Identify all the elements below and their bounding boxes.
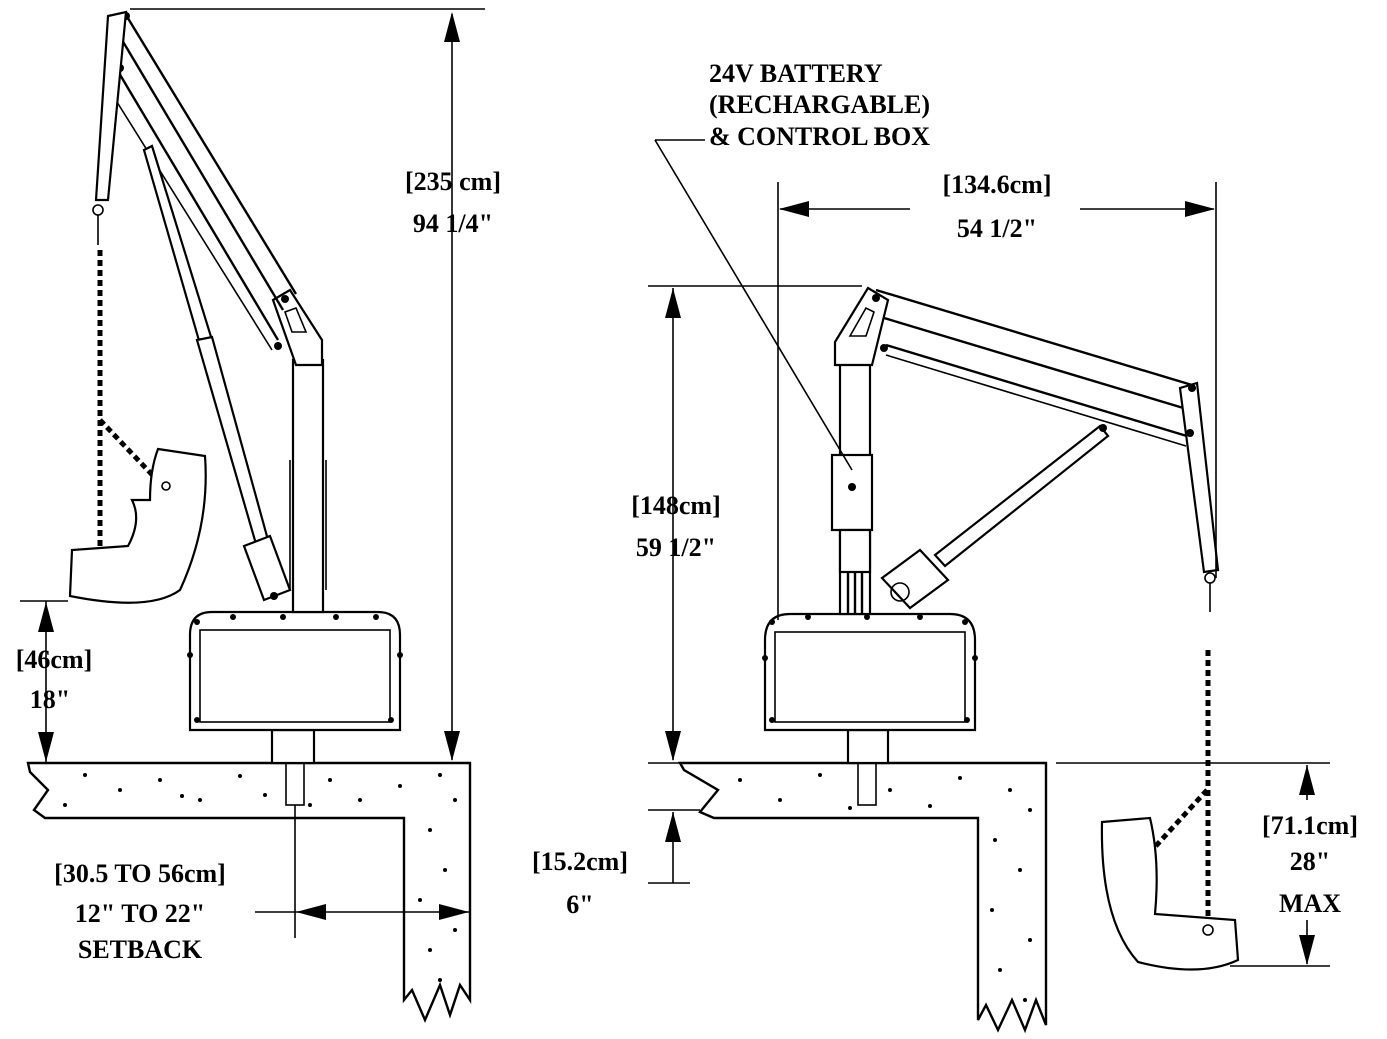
left-height-metric: [235 cm] <box>405 167 501 196</box>
mast-height-metric: [148cm] <box>631 491 721 520</box>
left-seat-clearance-metric: [46cm] <box>16 645 93 674</box>
left-dimensions <box>20 8 485 920</box>
left-lift-boom <box>111 12 298 351</box>
left-lift-seat-assembly <box>68 10 207 604</box>
mast-height-imperial: 59 1/2" <box>636 533 716 562</box>
left-lift-base <box>187 610 403 765</box>
right-lift-base <box>762 612 978 765</box>
right-lift-mast <box>830 286 890 616</box>
battery-label-line1: 24V BATTERY <box>709 59 883 88</box>
right-lift-view <box>648 139 1330 1034</box>
right-dimensions <box>648 182 1330 967</box>
battery-label-line2: (RECHARGABLE) <box>709 90 930 119</box>
left-height-imperial: 94 1/4" <box>413 209 493 238</box>
setback-metric: [30.5 TO 56cm] <box>54 859 226 888</box>
setback-label: SETBACK <box>78 935 203 964</box>
deck-metric: [15.2cm] <box>532 847 628 876</box>
reach-metric: [134.6cm] <box>942 170 1051 199</box>
right-lift-seat-assembly <box>1100 381 1240 971</box>
left-seat-clearance-imperial: 18" <box>30 685 70 714</box>
depth-max: MAX <box>1279 889 1341 918</box>
left-lift-actuator <box>142 144 292 602</box>
right-pool-deck <box>677 761 1048 1034</box>
deck-imperial: 6" <box>566 890 593 919</box>
left-lift-view <box>20 8 485 1024</box>
battery-label-line3: & CONTROL BOX <box>709 122 930 151</box>
right-lift-actuator <box>880 424 1110 610</box>
control-box <box>830 453 874 532</box>
left-lift-mast <box>271 288 327 614</box>
reach-imperial: 54 1/2" <box>957 214 1037 243</box>
right-lift-boom <box>875 288 1201 447</box>
depth-imperial: 28" <box>1290 847 1330 876</box>
depth-metric: [71.1cm] <box>1262 811 1358 840</box>
setback-imperial: 12" TO 22" <box>75 899 206 928</box>
left-pool-deck <box>26 761 472 1024</box>
